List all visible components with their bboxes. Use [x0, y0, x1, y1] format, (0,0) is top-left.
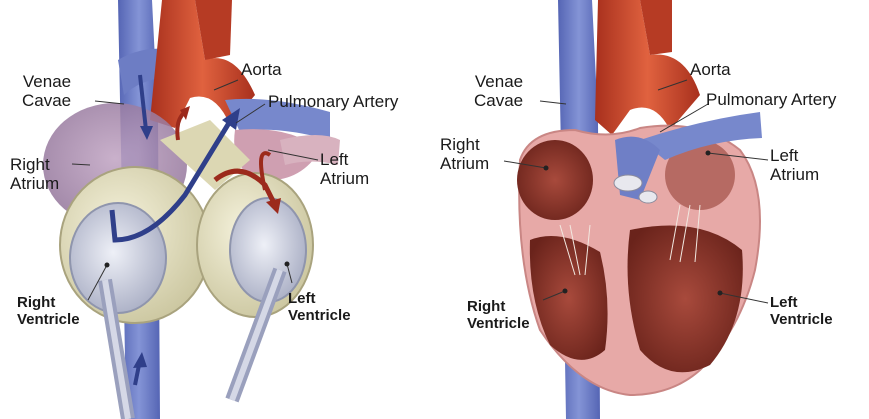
label-line: Atrium: [770, 165, 819, 184]
label-left-ventricle: Left Ventricle: [288, 290, 351, 324]
label-pulmonary-artery: Pulmonary Artery: [268, 92, 398, 111]
label-left-ventricle-natural: Left Ventricle: [770, 294, 833, 328]
label-line: Ventricle: [467, 315, 530, 332]
label-right-atrium: Right Atrium: [10, 155, 59, 193]
label-line: Venae: [22, 72, 71, 91]
label-line: Right: [467, 298, 530, 315]
label-line: Atrium: [10, 174, 59, 193]
label-venae-cavae-natural: Venae Cavae: [474, 72, 523, 110]
label-line: Cavae: [22, 91, 71, 110]
label-right-atrium-natural: Right Atrium: [440, 135, 489, 173]
artificial-heart-figure: [43, 0, 340, 419]
label-line: Venae: [474, 72, 523, 91]
label-line: Right: [17, 294, 80, 311]
label-right-ventricle: Right Ventricle: [17, 294, 80, 328]
label-line: Right: [440, 135, 489, 154]
label-pulmonary-artery-natural: Pulmonary Artery: [706, 90, 836, 109]
label-line: Left: [288, 290, 351, 307]
label-line: Ventricle: [288, 307, 351, 324]
label-line: Ventricle: [770, 311, 833, 328]
label-right-ventricle-natural: Right Ventricle: [467, 298, 530, 332]
label-line: Right: [10, 155, 59, 174]
label-venae-cavae: Venae Cavae: [22, 72, 71, 110]
label-left-atrium: Left Atrium: [320, 150, 369, 188]
label-line: Atrium: [440, 154, 489, 173]
label-aorta: Aorta: [241, 60, 282, 79]
label-line: Ventricle: [17, 311, 80, 328]
label-line: Cavae: [474, 91, 523, 110]
label-line: Left: [770, 294, 833, 311]
label-line: Atrium: [320, 169, 369, 188]
label-line: Left: [320, 150, 369, 169]
label-aorta-natural: Aorta: [690, 60, 731, 79]
label-left-atrium-natural: Left Atrium: [770, 146, 819, 184]
label-line: Left: [770, 146, 819, 165]
